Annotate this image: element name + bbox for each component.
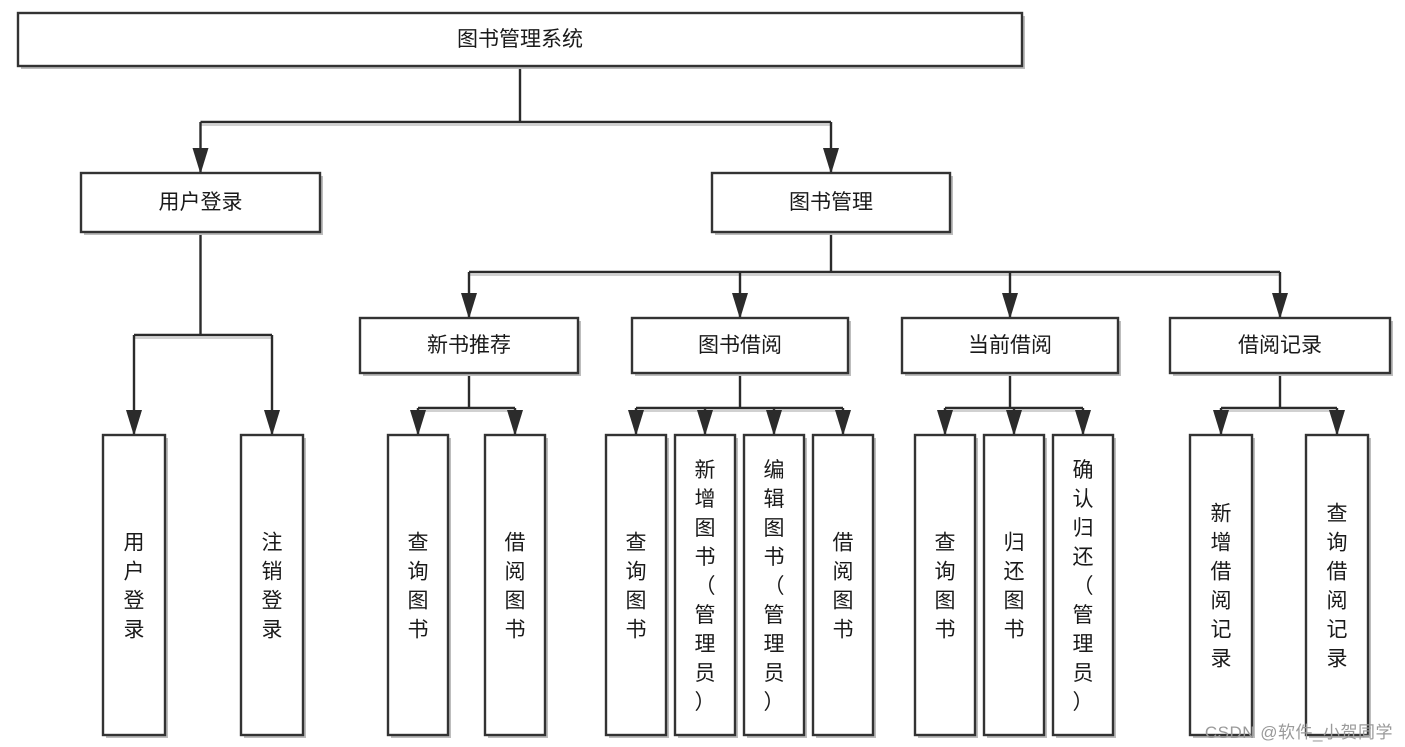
arrow-head-icon: [1272, 293, 1288, 319]
node-label: 图书管理: [789, 191, 873, 214]
node-label: 查询图书: [626, 532, 647, 642]
node-query-book-3[interactable]: 查询图书: [913, 433, 978, 738]
node-box[interactable]: [79, 171, 322, 234]
node-box[interactable]: [913, 433, 977, 737]
node-box[interactable]: [811, 433, 875, 737]
csdn-watermark: CSDN @软件_小贺同学: [1204, 723, 1393, 742]
node-borrow-book-1[interactable]: 借阅图书: [483, 433, 548, 738]
arrow-head-icon: [461, 293, 477, 319]
node-label: 用户登录: [124, 532, 145, 642]
node-box[interactable]: [604, 433, 668, 737]
arrow-head-icon: [937, 410, 953, 436]
node-box[interactable]: [630, 316, 850, 375]
node-add-book-admin[interactable]: 新增图书（管理员）: [673, 433, 738, 738]
node-query-book-1[interactable]: 查询图书: [386, 433, 451, 738]
node-label: 编辑图书（管理员）: [764, 459, 785, 714]
node-box[interactable]: [710, 171, 952, 234]
node-query-borrow-record[interactable]: 查询借阅记录: [1304, 433, 1371, 738]
node-borrow-records[interactable]: 借阅记录: [1168, 316, 1393, 376]
node-box[interactable]: [1168, 316, 1392, 375]
node-box[interactable]: [673, 433, 737, 737]
node-borrow-book-2[interactable]: 借阅图书: [811, 433, 876, 738]
connector-layer: [126, 66, 1345, 436]
node-label: 归还图书: [1004, 532, 1025, 642]
arrow-head-icon: [410, 410, 426, 436]
arrow-head-icon: [1329, 410, 1345, 436]
node-box[interactable]: [742, 433, 806, 737]
node-edit-book-admin[interactable]: 编辑图书（管理员）: [742, 433, 807, 738]
node-box[interactable]: [101, 433, 167, 737]
node-add-borrow-record[interactable]: 新增借阅记录: [1188, 433, 1255, 738]
node-book-borrow[interactable]: 图书借阅: [630, 316, 851, 376]
node-label: 借阅记录: [1238, 334, 1322, 357]
node-label: 查询借阅记录: [1327, 503, 1348, 671]
node-box[interactable]: [239, 433, 305, 737]
node-box[interactable]: [1051, 433, 1115, 737]
node-root[interactable]: 图书管理系统: [16, 11, 1025, 69]
node-label: 新增借阅记录: [1211, 503, 1232, 671]
arrow-head-icon: [835, 410, 851, 436]
node-user-logout[interactable]: 注销登录: [239, 433, 306, 738]
node-box[interactable]: [1188, 433, 1254, 737]
node-label: 新增图书（管理员）: [695, 459, 716, 714]
node-box[interactable]: [386, 433, 450, 737]
arrow-head-icon: [1002, 293, 1018, 319]
arrow-head-icon: [628, 410, 644, 436]
arrow-head-icon: [126, 410, 142, 436]
node-box[interactable]: [358, 316, 580, 375]
node-box[interactable]: [483, 433, 547, 737]
node-box[interactable]: [16, 11, 1024, 68]
node-label: 查询图书: [408, 532, 429, 642]
arrow-head-icon: [264, 410, 280, 436]
node-box[interactable]: [982, 433, 1046, 737]
node-box[interactable]: [900, 316, 1120, 375]
node-new-book-recommend[interactable]: 新书推荐: [358, 316, 581, 376]
arrow-head-icon: [1213, 410, 1229, 436]
node-label: 查询图书: [935, 532, 956, 642]
arrow-head-icon: [697, 410, 713, 436]
node-label: 确认归还（管理员）: [1073, 459, 1094, 714]
node-label: 新书推荐: [427, 334, 511, 357]
node-label: 注销登录: [262, 532, 283, 642]
node-current-borrow[interactable]: 当前借阅: [900, 316, 1121, 376]
node-user-login[interactable]: 用户登录: [79, 171, 323, 235]
node-label: 用户登录: [159, 191, 243, 214]
arrow-head-icon: [1075, 410, 1091, 436]
node-query-book-2[interactable]: 查询图书: [604, 433, 669, 738]
arrow-head-icon: [1006, 410, 1022, 436]
node-label: 借阅图书: [833, 532, 854, 642]
arrow-head-icon: [823, 148, 839, 174]
arrow-head-icon: [507, 410, 523, 436]
node-label: 图书管理系统: [457, 28, 583, 51]
node-label: 图书借阅: [698, 334, 782, 357]
arrow-head-icon: [192, 148, 209, 174]
node-book-management[interactable]: 图书管理: [710, 171, 953, 235]
node-layer: 图书管理系统用户登录用户登录注销登录图书管理新书推荐查询图书借阅图书图书借阅查询…: [16, 11, 1393, 738]
arrow-head-icon: [732, 293, 748, 319]
node-box[interactable]: [1304, 433, 1370, 737]
arrow-head-icon: [766, 410, 782, 436]
node-label: 当前借阅: [968, 334, 1052, 357]
node-return-book[interactable]: 归还图书: [982, 433, 1047, 738]
node-label: 借阅图书: [505, 532, 526, 642]
node-confirm-return-admin[interactable]: 确认归还（管理员）: [1051, 433, 1116, 738]
node-user-login-do[interactable]: 用户登录: [101, 433, 168, 738]
